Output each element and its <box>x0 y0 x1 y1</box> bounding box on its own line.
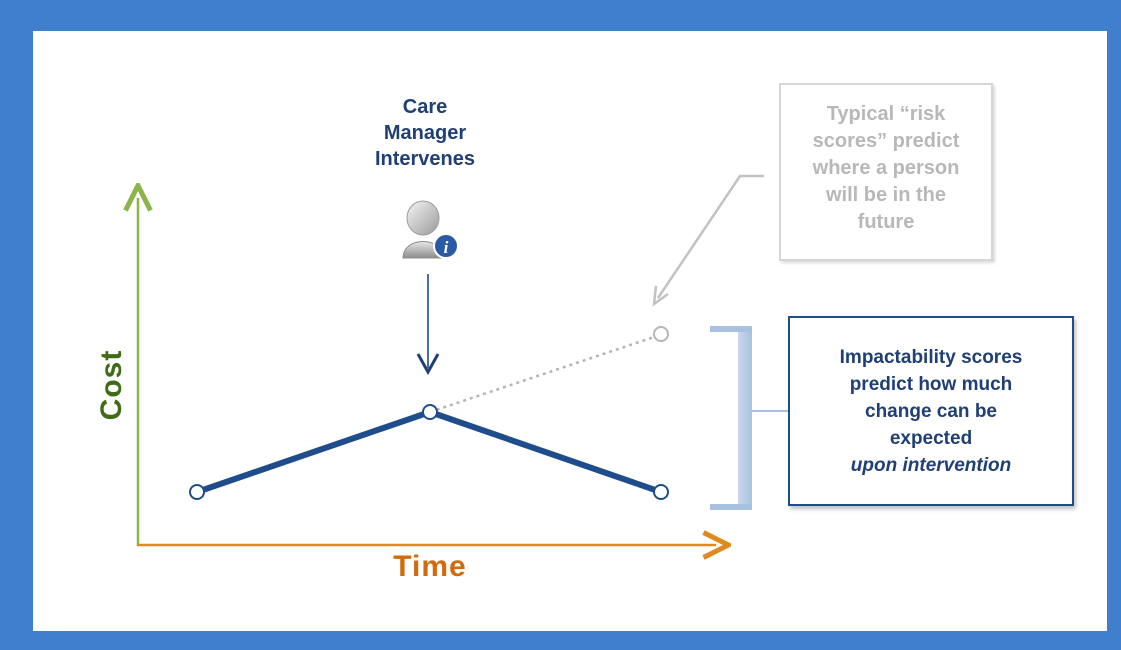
predicted-risk-line <box>429 333 661 414</box>
risk-score-note: Typical “risk scores” predict where a pe… <box>779 83 993 261</box>
care-manager-line: Care <box>402 96 448 118</box>
risk-callout-arrow-head <box>652 285 669 307</box>
risk-note-line: Typical “risk <box>826 103 946 125</box>
impact-note-line: change can be <box>865 401 997 422</box>
impact-bracket-bottom <box>710 504 752 510</box>
risk-note-line: future <box>857 211 915 233</box>
x-axis-label: Time <box>393 550 467 583</box>
end-point <box>653 484 669 500</box>
intervention-arrow-head <box>416 353 440 376</box>
impact-note-emphasis: upon intervention <box>850 455 1012 476</box>
care-manager-line: Manager <box>383 122 467 144</box>
predicted-point <box>653 326 669 342</box>
care-manager-line: Intervenes <box>374 148 476 170</box>
svg-text:i: i <box>444 238 449 257</box>
impact-note-line: expected <box>889 428 973 449</box>
person-info-icon: i <box>402 200 459 259</box>
impact-bracket <box>738 328 752 508</box>
impact-note-line: Impactability scores <box>839 347 1023 368</box>
care-manager-label: Care Manager Intervenes <box>355 94 495 172</box>
risk-note-line: will be in the <box>825 184 946 206</box>
start-point <box>189 484 205 500</box>
intervention-point <box>422 404 438 420</box>
impact-note-line: predict how much <box>849 374 1013 395</box>
risk-note-line: where a person <box>812 157 960 179</box>
y-axis-label: Cost <box>95 349 128 421</box>
cost-trajectory-line <box>196 409 662 495</box>
impactability-note: Impactability scores predict how much ch… <box>788 316 1074 506</box>
risk-note-line: scores” predict <box>812 130 960 152</box>
impact-bracket-top <box>710 326 752 332</box>
risk-callout-arrow <box>656 174 764 299</box>
